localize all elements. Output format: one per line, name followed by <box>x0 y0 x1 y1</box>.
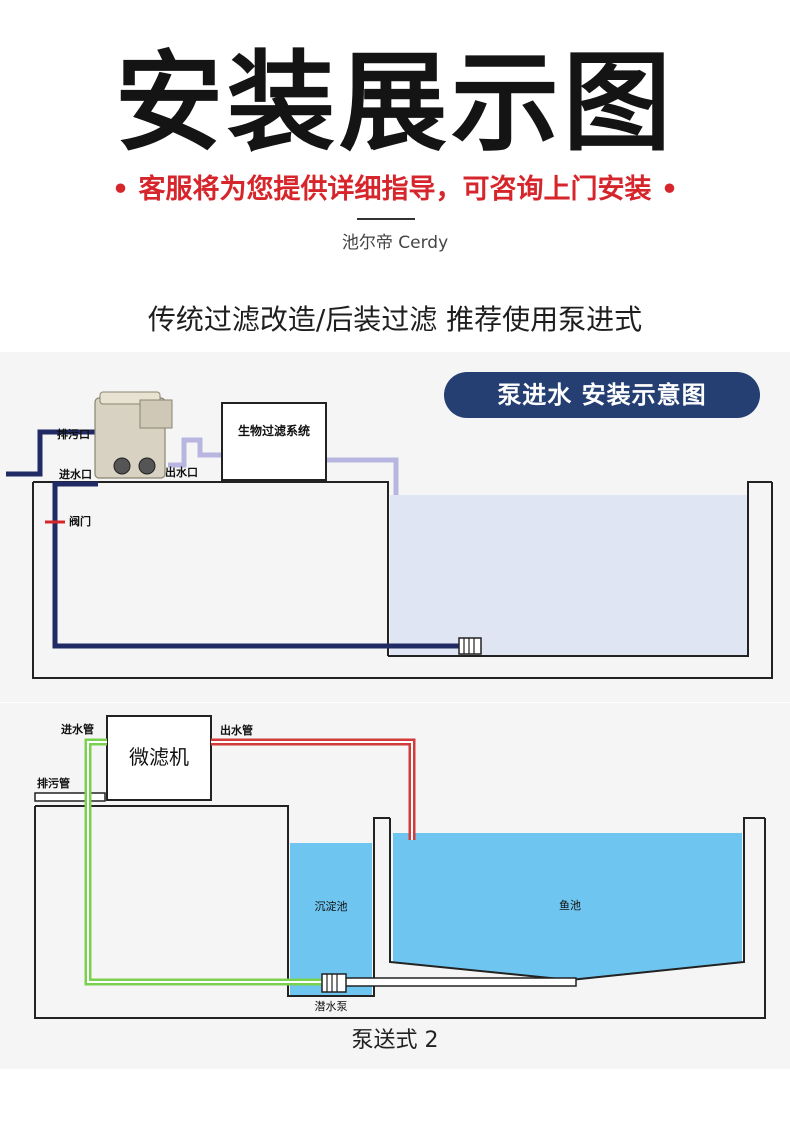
outlet-pipe-2 <box>211 738 416 840</box>
page-title: 安装展示图 <box>114 41 675 166</box>
drain-label: 排污口 <box>57 428 90 441</box>
micro-filter-label: 微滤机 <box>129 745 189 769</box>
submersible-pump-icon <box>321 973 347 993</box>
fish-pond-wall <box>389 817 765 982</box>
pump-icon <box>458 637 482 655</box>
pond-bottom-pipe <box>343 977 577 987</box>
drain-pipe <box>6 429 96 477</box>
fish-pond-water <box>393 833 742 980</box>
platform-outline <box>33 481 389 656</box>
settling-tank-label: 沉淀池 <box>314 900 348 913</box>
inlet-pipe <box>52 481 462 649</box>
valve-label: 阀门 <box>69 515 91 528</box>
drain-pipe-label: 排污管 <box>37 777 70 790</box>
drain-pipe-2 <box>34 792 106 802</box>
outlet-label: 出水口 <box>165 466 198 479</box>
outlet-pipe-b <box>326 457 399 495</box>
settling-water <box>290 843 372 996</box>
page-subtitle: • 客服将为您提供详细指导，可咨询上门安装 • <box>111 174 679 205</box>
ground-outline-2 <box>34 806 766 1019</box>
pond-wall-1 <box>388 481 772 657</box>
inlet-pipe-label: 进水管 <box>61 723 94 736</box>
tagline: 传统过滤改造/后装过滤 推荐使用泵进式 <box>147 303 643 336</box>
bio-filter-box <box>221 402 327 481</box>
diagram2-caption: 泵送式 2 <box>351 1028 439 1053</box>
brand-name: 池尔帝 Cerdy <box>341 233 449 253</box>
fish-pond-label: 鱼池 <box>559 899 581 912</box>
micro-filter-box <box>106 715 212 801</box>
filter-unit-icon <box>94 391 173 479</box>
diagram1-banner: 泵进水 安装示意图 <box>444 372 760 418</box>
inlet-label: 进水口 <box>59 468 92 481</box>
pond-water-1 <box>390 495 748 655</box>
outlet-pipe-label: 出水管 <box>220 724 253 737</box>
settling-tank-wall <box>35 805 390 997</box>
pump-label: 潜水泵 <box>314 1000 348 1013</box>
outlet-pipe-a <box>168 437 222 468</box>
divider <box>357 218 415 220</box>
bio-filter-label: 生物过滤系统 <box>237 424 310 438</box>
